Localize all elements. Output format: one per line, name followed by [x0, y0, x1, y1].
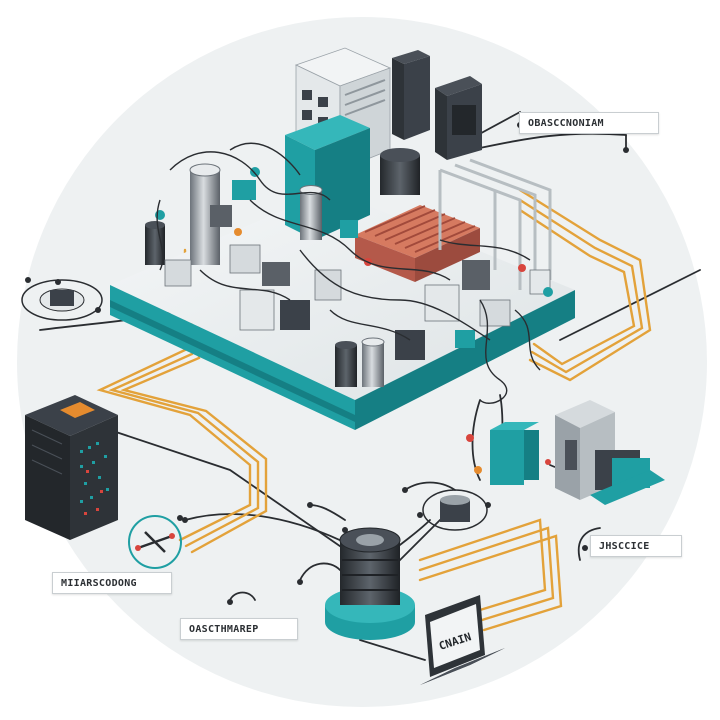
label-top-right: OBASCCNONIAM: [519, 112, 659, 134]
teal-pump: [466, 422, 551, 485]
orange-cables: [96, 188, 652, 632]
label-left: MIIARSCODONG: [52, 572, 172, 594]
drone-ring: [128, 515, 183, 569]
label-right: JHSCCICE: [590, 535, 682, 557]
server-rack-left: [25, 395, 118, 540]
heatsink-block: [355, 205, 480, 282]
sensor-ring-left: [21, 277, 103, 321]
capacitor-cylinders: [145, 148, 420, 387]
laptop: [420, 595, 505, 685]
label-bottom: OASCTHMAREP: [180, 618, 298, 640]
circuit-components: [155, 167, 553, 360]
connector-nodes: [182, 122, 629, 605]
frame-scaffold: [438, 158, 552, 290]
machine-block-right: [555, 400, 665, 505]
rotary-motor: [325, 527, 415, 640]
platform-wires: [156, 142, 541, 404]
sensor-ring-center: [417, 489, 491, 531]
